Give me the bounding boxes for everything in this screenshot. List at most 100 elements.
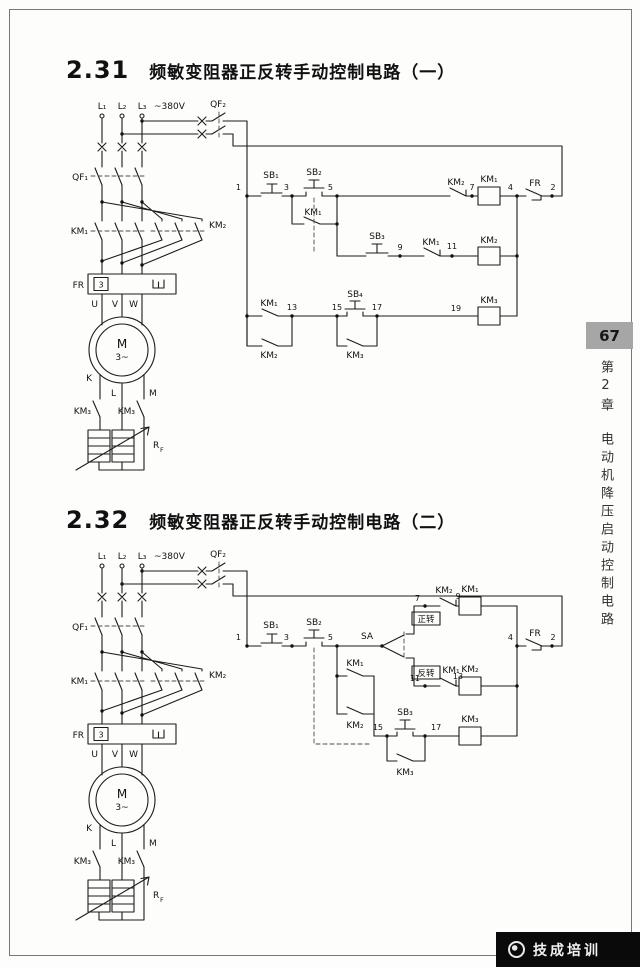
km1-coil [458,596,482,616]
km1-coil [477,186,501,206]
label-km3-left: KM₃ [74,407,92,417]
label-km2-nc: KM₂ [435,586,453,596]
section-2-heading: 2.32 频敏变阻器正反转手动控制电路（二） [66,506,455,534]
control-circuit: QF₂ 1 SB₁ 3 SB₂ 5 SA 7 KM₂ 9 KM₁ 正转 11 K… [120,550,563,778]
label-sa: SA [361,632,374,642]
wire-number-5: 5 [328,633,333,642]
wire-number-17: 17 [372,303,382,312]
label-v: V [112,300,119,310]
label-m-term: M [149,839,157,849]
label-sb1: SB₁ [263,171,279,181]
label-km1-aux: KM₁ [346,659,364,669]
label-l1: L₁ [98,552,107,562]
label-rf-f: F [160,896,164,904]
label-l3: L₃ [138,552,147,562]
label-km2-nc: KM₂ [447,178,465,188]
label-sb4: SB₄ [347,290,363,300]
brand-name: 技成培训 [533,942,601,959]
label-reverse: 反转 [417,668,435,679]
wire-number-19: 19 [451,304,461,313]
label-rf-r: R [153,441,159,451]
label-km1-coil: KM₁ [480,175,498,185]
label-w: W [129,300,138,310]
label-forward: 正转 [417,614,435,625]
page-number: 67 [599,326,620,345]
watermark-bar: 技成培训 [496,932,640,967]
label-l-term: L [111,389,116,399]
wire-number-11: 11 [447,242,457,251]
thermal-relay-box [87,723,177,745]
wire-number-2: 2 [550,183,555,192]
wire-number-5: 5 [328,183,333,192]
wire-number-7: 7 [469,183,474,192]
circuit-diagram-1: L₁ L₂ L₃ ~380V QF₁ KM₁ KM₂ FR 3 U V W M … [71,100,563,471]
label-km3-left: KM₃ [74,857,92,867]
section-2-title: 频敏变阻器正反转手动控制电路（二） [149,513,456,533]
label-km3-selfhold: KM₃ [396,768,414,778]
label-k: K [86,824,93,834]
section-1-title: 频敏变阻器正反转手动控制电路（一） [149,63,456,83]
wire-number-9: 9 [455,592,460,601]
label-sb3: SB₃ [397,708,413,718]
thermal-relay-box [87,273,177,295]
label-k: K [86,374,93,384]
page-border [9,9,632,956]
wire-number-3: 3 [284,183,289,192]
label-u: U [91,300,98,310]
label-qf2: QF₂ [210,100,226,110]
label-km2-aux: KM₂ [260,351,278,361]
label-qf1: QF₁ [72,623,88,633]
chapter-title-vertical: 电动机降压启动控制电路 [598,432,613,630]
label-motor-3ph: 3~ [115,803,128,813]
label-km1-nc: KM₁ [442,666,460,676]
wire-number-9: 9 [397,243,402,252]
wire-number-2: 2 [550,633,555,642]
label-fr-3: 3 [98,281,103,290]
chapter-label: 第2章 [598,360,613,416]
label-l3: L₃ [138,102,147,112]
wire-number-11: 11 [410,674,420,683]
label-fr-3: 3 [98,731,103,740]
label-rf-r: R [153,891,159,901]
label-m-term: M [149,389,157,399]
label-qf1: QF₁ [72,173,88,183]
label-km3-right: KM₃ [118,407,136,417]
wire-number-15: 15 [332,303,342,312]
forward-label-box [411,611,441,626]
circuit-diagram-2: L₁ L₂ L₃ ~380V QF₁ KM₁ KM₂ FR 3 U V W M … [71,550,563,921]
label-sb3: SB₃ [369,232,385,242]
section-1-number: 2.31 [66,56,130,84]
label-km2-main: KM₂ [209,671,227,681]
label-km2-main: KM₂ [209,221,227,231]
wire-number-17: 17 [431,723,441,732]
label-sb1: SB₁ [263,621,279,631]
wire-number-4: 4 [508,183,513,192]
label-l1: L₁ [98,102,107,112]
label-km3-coil: KM₃ [480,296,498,306]
label-rf-f: F [160,446,164,454]
control-circuit: QF₂ 1 SB₁ 3 SB₂ 5 KM₂ 7 KM₁ 4 FR 2 KM₁ S… [120,100,563,361]
reverse-label-box [411,665,441,680]
label-motor-3ph: 3~ [115,353,128,363]
label-l2: L₂ [118,102,127,112]
wire-number-13: 13 [287,303,297,312]
label-km2-aux: KM₂ [346,721,364,731]
label-km2-coil: KM₂ [480,236,498,246]
km2-coil [477,246,501,266]
label-km1-aux: KM₁ [260,299,278,309]
section-1-heading: 2.31 频敏变阻器正反转手动控制电路（一） [66,56,455,84]
chapter-sidebar: 第2章 电动机降压启动控制电路 [596,360,615,650]
label-km1-nc: KM₁ [422,238,440,248]
label-l-term: L [111,839,116,849]
brand-logo-icon [508,941,525,958]
wire-number-7: 7 [415,594,420,603]
label-fr: FR [73,731,84,741]
label-l2: L₂ [118,552,127,562]
label-380v: ~380V [154,552,186,562]
label-km3-coil: KM₃ [461,715,479,725]
label-km1-coil: KM₁ [461,585,479,595]
wire-number-1: 1 [236,633,241,642]
label-sb2: SB₂ [306,168,322,178]
wire-number-13: 13 [453,672,463,681]
